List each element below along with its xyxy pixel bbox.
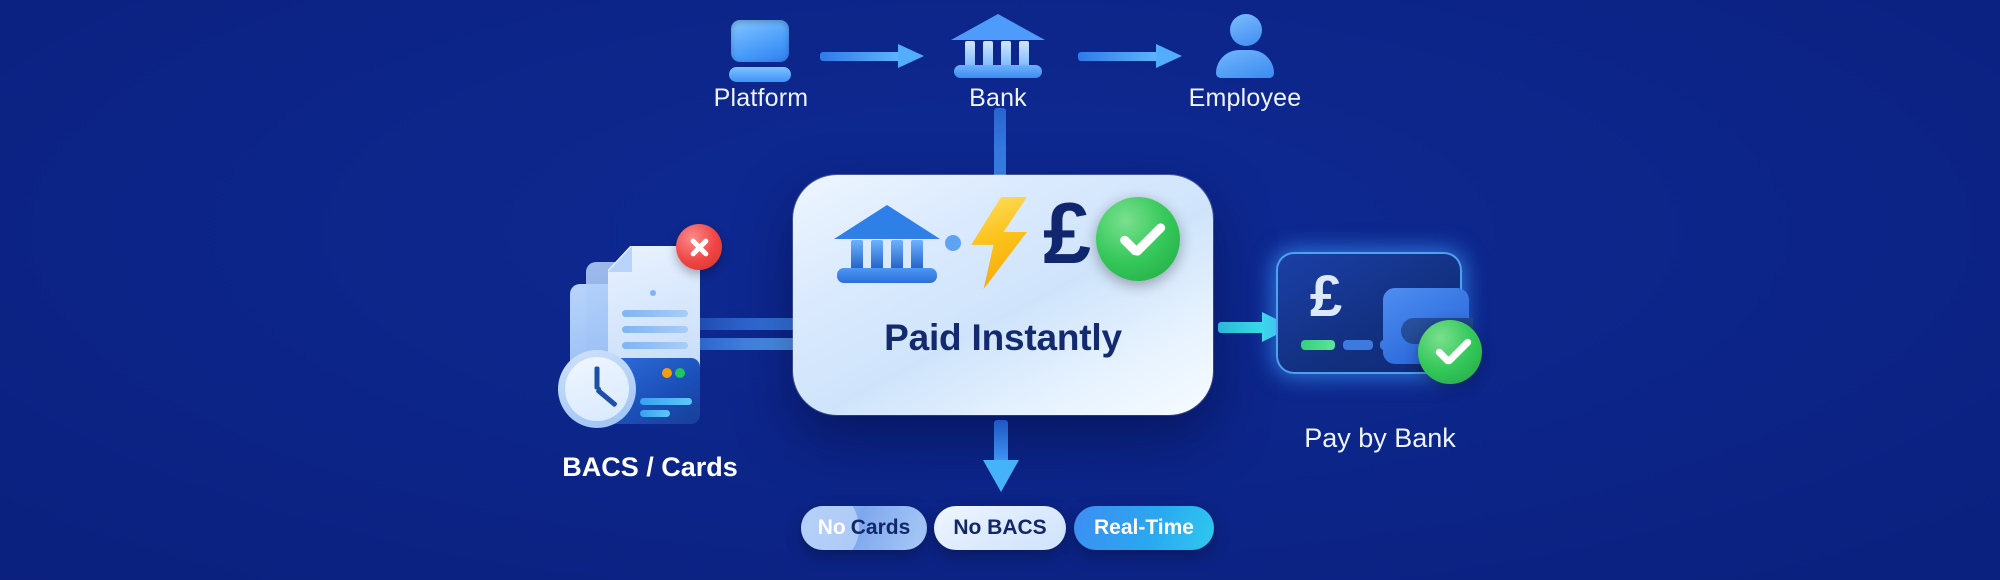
dot-separator-icon: [945, 235, 961, 251]
bank-icon: [951, 14, 1045, 78]
badge-real-time-label: Real-Time: [1094, 516, 1194, 539]
bacs-cards-illustration: [558, 224, 730, 430]
arrow-bank-to-employee: [1078, 44, 1188, 68]
node-label-employee: Employee: [1188, 84, 1302, 112]
bank-icon: [834, 205, 940, 283]
arrow-card-to-badges: [983, 420, 1019, 492]
person-icon: [1212, 14, 1278, 78]
badge-no-bacs[interactable]: No BACS: [934, 506, 1066, 550]
node-label-bacs-cards: BACS / Cards: [562, 452, 738, 482]
node-label-platform: Platform: [713, 84, 809, 112]
lightning-bolt-icon: [965, 197, 1027, 289]
node-label-bank: Bank: [969, 84, 1027, 112]
laptop-icon: [729, 20, 791, 82]
connector-bacs-to-card: [690, 318, 808, 364]
node-label-pay-by-bank: Pay by Bank: [1304, 423, 1456, 453]
pay-by-bank-illustration: £: [1276, 252, 1506, 392]
badge-no-cards-suffix: Cards: [850, 516, 911, 539]
connector-bank-to-card: [994, 108, 1006, 186]
badge-no-cards[interactable]: No Cards: [801, 506, 927, 550]
badge-no-cards-prefix: No: [817, 516, 846, 539]
check-circle-icon: [1418, 320, 1482, 384]
check-circle-icon: [1096, 197, 1180, 281]
paid-instantly-card[interactable]: £ Paid Instantly: [793, 175, 1213, 415]
paid-instantly-title: Paid Instantly: [884, 317, 1122, 358]
pound-sign-icon: £: [1309, 264, 1343, 329]
clock-icon: [558, 350, 636, 428]
pound-sign-icon: £: [1043, 186, 1091, 282]
badge-circle-overlay: [801, 506, 859, 550]
badge-no-bacs-label: No BACS: [953, 516, 1047, 539]
error-x-icon: [676, 224, 722, 270]
arrow-platform-to-bank: [820, 44, 930, 68]
badge-real-time[interactable]: Real-Time: [1074, 506, 1214, 550]
